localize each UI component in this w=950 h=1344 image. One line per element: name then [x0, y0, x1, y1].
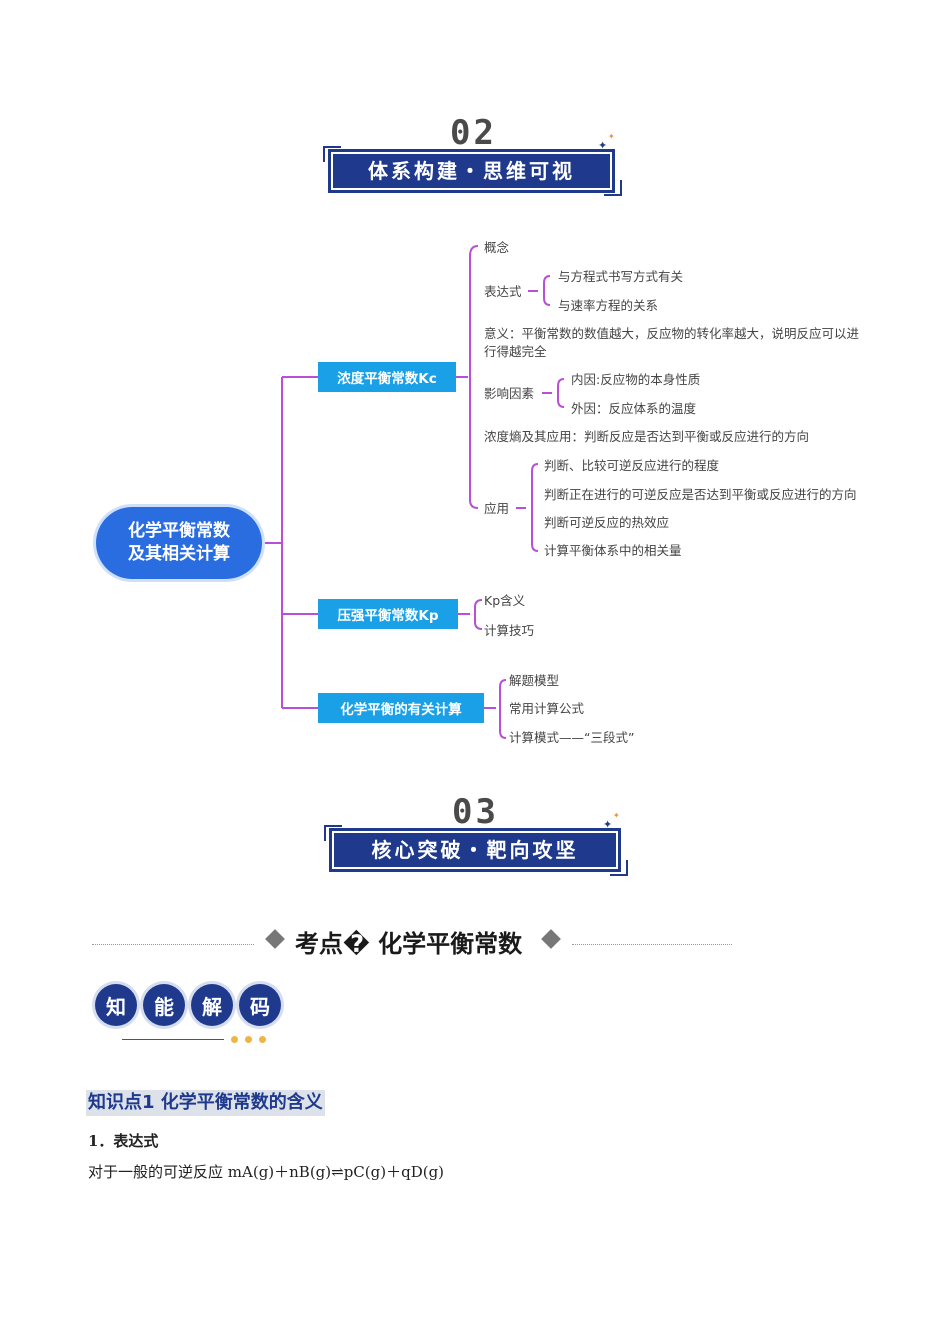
branch-calc: 化学平衡的有关计算	[318, 693, 484, 723]
knowledge-heading: 知识点1 化学平衡常数的含义	[86, 1090, 325, 1116]
leaf-biaodashi-1: 与方程式书写方式有关	[558, 269, 684, 284]
knowledge-subheading: 1．表达式	[88, 1132, 159, 1150]
sparkle-icon: ✦	[613, 811, 620, 820]
leaf-gainian: 概念	[484, 240, 510, 255]
orange-dot	[245, 1036, 252, 1043]
kaodian-title: 考点� 化学平衡常数	[295, 930, 523, 958]
orange-dot	[231, 1036, 238, 1043]
leaf-yingyong-2: 判断正在进行的可逆反应是否达到平衡或反应进行的方向	[544, 487, 857, 502]
leaf-shang: 浓度熵及其应用：判断反应是否达到平衡或反应进行的方向	[484, 429, 810, 444]
badge-underline	[122, 1039, 224, 1040]
sparkle-icon: ✦	[608, 132, 615, 141]
diamond-icon	[265, 929, 285, 949]
banner-bracket	[604, 180, 622, 196]
orange-dot	[259, 1036, 266, 1043]
section-banner: 体系构建・思维可视	[328, 149, 615, 193]
badge-ma: 码	[239, 984, 281, 1026]
leaf-biaodashi-2: 与速率方程的关系	[558, 298, 659, 313]
root-label-line2: 及其相关计算	[128, 544, 230, 564]
leaf-yingxiang-2: 外因：反应体系的温度	[571, 401, 697, 416]
knowledge-text: 对于一般的可逆反应 mA(g)＋nB(g)⇌pC(g)＋qD(g)	[88, 1161, 444, 1182]
branch-kp: 压强平衡常数Kp	[318, 599, 458, 629]
sparkle-icon: ✦	[603, 818, 613, 831]
leaf-calc-1: 解题模型	[509, 673, 560, 688]
divider-left	[92, 944, 254, 945]
branch-kc: 浓度平衡常数Kc	[318, 362, 456, 392]
leaf-yingyong: 应用	[484, 501, 510, 516]
section-banner: 核心突破・靶向攻坚	[329, 828, 621, 872]
leaf-yingyong-1: 判断、比较可逆反应进行的程度	[544, 458, 720, 473]
leaf-calc-2: 常用计算公式	[509, 701, 585, 716]
leaf-yingyong-3: 判断可逆反应的热效应	[544, 515, 670, 530]
text-prefix: 对于一般的可逆反应	[88, 1163, 228, 1181]
mindmap-root: 化学平衡常数 及其相关计算	[96, 507, 262, 579]
diamond-icon	[541, 929, 561, 949]
section-number: 02	[450, 113, 497, 153]
badge-neng: 能	[143, 984, 185, 1026]
banner-bracket	[610, 860, 628, 876]
leaf-biaodashi: 表达式	[484, 284, 522, 299]
mindmap-connectors	[262, 245, 565, 739]
leaf-yiyi-2: 行得越完全	[484, 344, 547, 359]
leaf-kp-2: 计算技巧	[484, 623, 535, 638]
section-number: 03	[452, 792, 499, 832]
sparkle-icon: ✦	[598, 139, 608, 152]
divider-right	[572, 944, 732, 945]
banner-bracket	[323, 146, 341, 162]
leaf-yingyong-4: 计算平衡体系中的相关量	[544, 543, 682, 558]
banner-bracket	[324, 825, 342, 841]
leaf-yingxiang-1: 内因:反应物的本身性质	[571, 372, 701, 387]
leaf-kp-1: Kp含义	[484, 593, 526, 608]
badge-zhi: 知	[95, 984, 137, 1026]
leaf-yiyi-1: 意义：平衡常数的数值越大，反应物的转化率越大，说明反应可以进	[484, 326, 860, 341]
leaf-yingxiang: 影响因素	[484, 386, 535, 401]
root-label-line1: 化学平衡常数	[128, 521, 230, 541]
reaction-equation: mA(g)＋nB(g)⇌pC(g)＋qD(g)	[227, 1163, 445, 1181]
leaf-calc-3: 计算模式——“三段式”	[509, 730, 635, 745]
badge-jie: 解	[191, 984, 233, 1026]
